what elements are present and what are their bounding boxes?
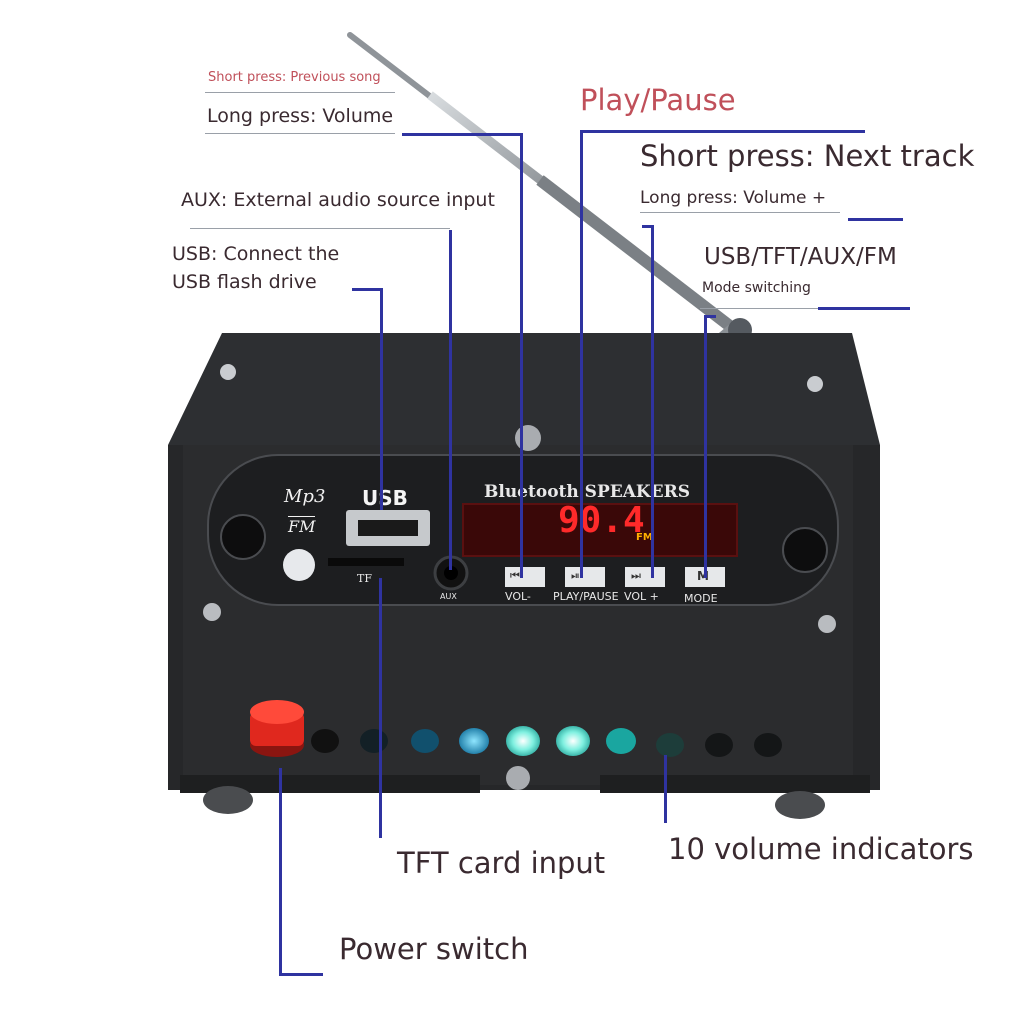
device-button-mode: MODE xyxy=(684,592,718,605)
separator-line xyxy=(205,92,395,93)
separator-line xyxy=(700,308,910,309)
label-long-press-volume-up: Long press: Volume + xyxy=(640,188,827,208)
label-tft-card-input: TFT card input xyxy=(397,846,606,880)
volume-led-row xyxy=(311,726,782,757)
device-usb-label: USB xyxy=(362,486,408,510)
device-prev-icon: ⏮ xyxy=(510,569,520,582)
label-usb-connect-line2: USB flash drive xyxy=(172,271,317,293)
label-short-press-previous: Short press: Previous song xyxy=(208,70,381,85)
device-tf-label: TF xyxy=(357,572,372,585)
device-display-frequency: 90.4 xyxy=(558,500,645,541)
device-play-pause-icon: ⏯ xyxy=(571,569,580,582)
front-panel xyxy=(207,454,839,606)
device-title: Bluetooth SPEAKERS xyxy=(484,482,691,502)
separator-line xyxy=(640,212,840,213)
label-short-press-next: Short press: Next track xyxy=(640,139,975,173)
device-display-unit: FM xyxy=(636,532,653,543)
separator-line xyxy=(190,228,450,229)
power-button-graphic xyxy=(250,700,304,757)
separator-line xyxy=(205,133,395,134)
device-button-vol-minus: VOL- xyxy=(505,590,531,603)
device-logo-fm: FM xyxy=(288,516,316,536)
label-volume-indicators: 10 volume indicators xyxy=(668,832,974,866)
label-long-press-volume-down: Long press: Volume xyxy=(207,105,394,127)
device-logo-mp3: Mp3 xyxy=(284,486,326,507)
device-mode-icon: M xyxy=(697,569,709,583)
label-aux-input: AUX: External audio source input xyxy=(181,189,495,211)
device-button-play-pause: PLAY/PAUSE xyxy=(553,590,619,603)
device-button-vol-plus: VOL + xyxy=(624,590,659,603)
device-next-icon: ⏭ xyxy=(631,569,641,582)
label-mode-switching: Mode switching xyxy=(702,280,811,296)
label-power-switch: Power switch xyxy=(339,932,529,966)
label-usb-connect-line1: USB: Connect the xyxy=(172,243,340,265)
label-play-pause: Play/Pause xyxy=(580,83,736,117)
device-aux-label: AUX xyxy=(440,592,457,601)
label-mode-list: USB/TFT/AUX/FM xyxy=(704,244,897,270)
